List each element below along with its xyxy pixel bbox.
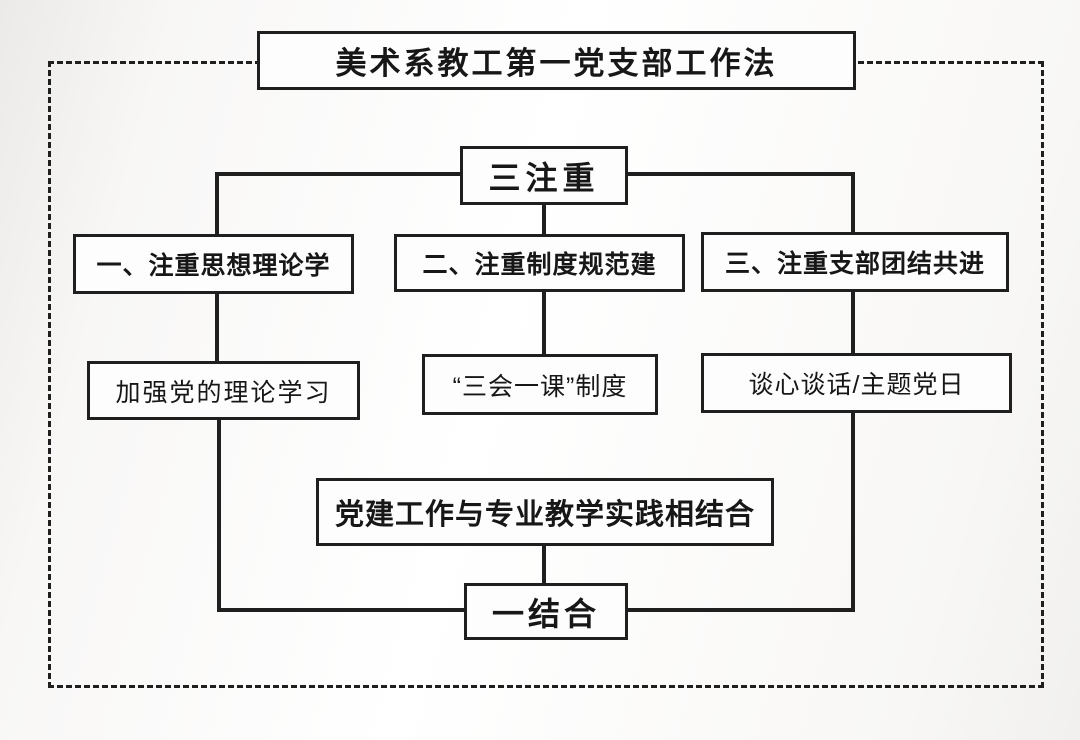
title-box: 美术系教工第一党支部工作法 bbox=[257, 31, 856, 90]
connector-right-drop-3 bbox=[851, 411, 855, 612]
branch-1-heading: 一、注重思想理论学 bbox=[96, 252, 331, 280]
branch-1-heading-box: 一、注重思想理论学 bbox=[73, 234, 354, 294]
connector-right-drop-1 bbox=[851, 172, 855, 234]
branch-3-heading: 三、注重支部团结共进 bbox=[724, 250, 985, 278]
connector-left-drop-1 bbox=[215, 172, 219, 236]
bottom-node-label: 一结合 bbox=[491, 595, 600, 632]
branch-3-heading-box: 三、注重支部团结共进 bbox=[701, 232, 1009, 292]
connector-top-right-horizontal bbox=[626, 172, 855, 176]
top-node-label: 三注重 bbox=[488, 159, 600, 196]
branch-1-detail: 加强党的理论学习 bbox=[115, 378, 332, 407]
connector-bottom-right-horizontal bbox=[626, 608, 855, 612]
connector-left-drop-2 bbox=[215, 292, 219, 363]
connector-left-drop-3 bbox=[217, 418, 221, 612]
branch-3-detail: 谈心谈话/主题党日 bbox=[748, 371, 965, 399]
branch-3-detail-box: 谈心谈话/主题党日 bbox=[701, 353, 1012, 413]
top-node-three-emphases: 三注重 bbox=[460, 146, 628, 205]
diagram-title: 美术系教工第一党支部工作法 bbox=[335, 46, 778, 81]
branch-2-detail-box: “三会一课”制度 bbox=[422, 354, 658, 415]
branch-2-detail: “三会一课”制度 bbox=[452, 372, 628, 401]
connector-middle-drop-2 bbox=[542, 290, 546, 356]
connector-bottom-left-horizontal bbox=[217, 608, 466, 612]
connector-middle-drop-1 bbox=[542, 202, 546, 236]
branch-2-heading-box: 二、注重制度规范建 bbox=[394, 234, 685, 292]
integration-box: 党建工作与专业教学实践相结合 bbox=[316, 478, 774, 546]
branch-1-detail-box: 加强党的理论学习 bbox=[87, 361, 360, 420]
bottom-node-one-combination: 一结合 bbox=[464, 583, 628, 640]
connector-middle-drop-3 bbox=[542, 544, 546, 585]
integration-label: 党建工作与专业教学实践相结合 bbox=[334, 499, 755, 531]
connector-right-drop-2 bbox=[851, 290, 855, 355]
branch-2-heading: 二、注重制度规范建 bbox=[422, 251, 657, 279]
connector-top-left-horizontal bbox=[215, 172, 462, 176]
